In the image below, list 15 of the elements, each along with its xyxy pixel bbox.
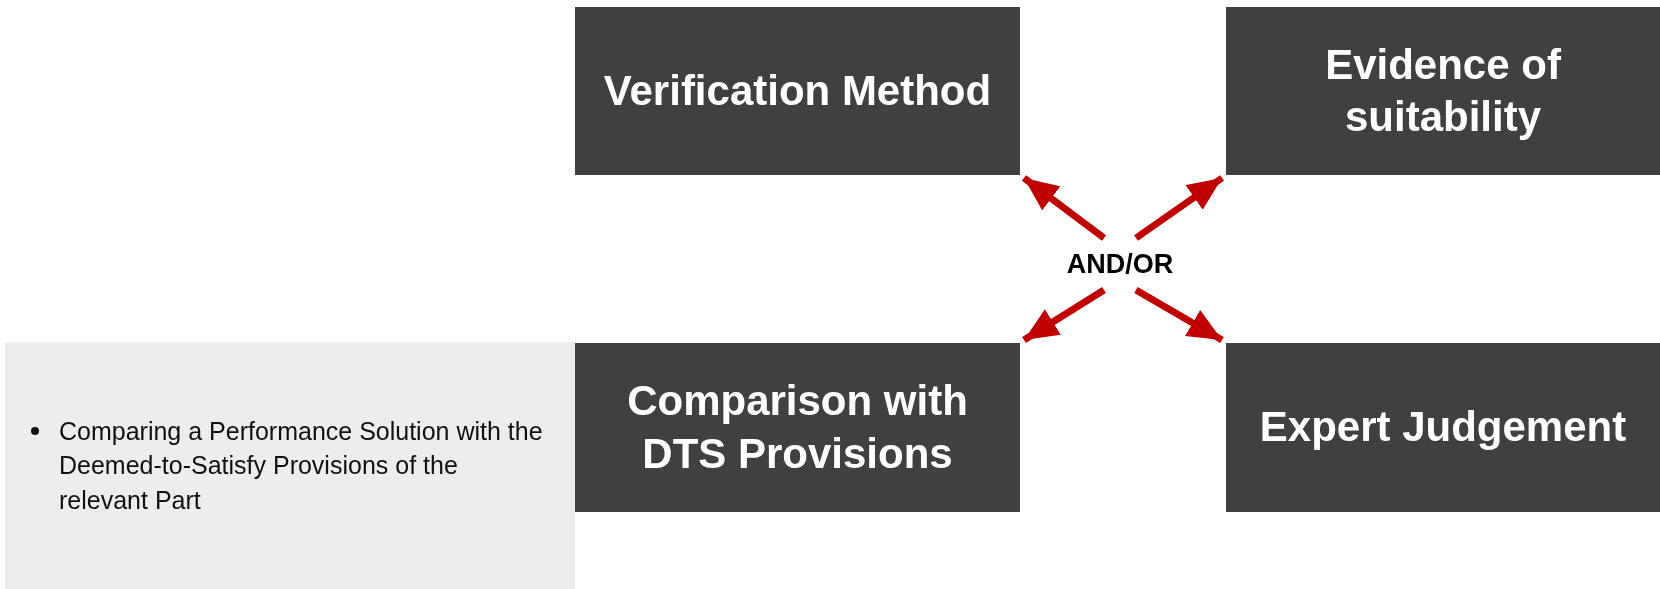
arrow xyxy=(1134,175,1224,241)
method-box xyxy=(575,7,1020,175)
box-title: Expert Judgement xyxy=(1259,402,1627,453)
arrow xyxy=(1134,286,1224,344)
method-box xyxy=(575,343,1020,512)
box-title: Comparison with DTS Provisions xyxy=(626,376,969,479)
method-box xyxy=(1226,7,1660,175)
note-panel xyxy=(5,342,575,589)
method-box xyxy=(1226,343,1660,512)
arrow xyxy=(1022,287,1106,343)
operator-label: AND/OR xyxy=(1052,238,1188,290)
box-title: Evidence of suitability xyxy=(1324,39,1562,142)
arrow xyxy=(1021,175,1107,241)
box-title: Verification Method xyxy=(603,65,992,116)
bullet-text: Comparing a Performance Solution with the Deemed-to-Satisfy Provisions of the relevant Part xyxy=(59,416,544,516)
